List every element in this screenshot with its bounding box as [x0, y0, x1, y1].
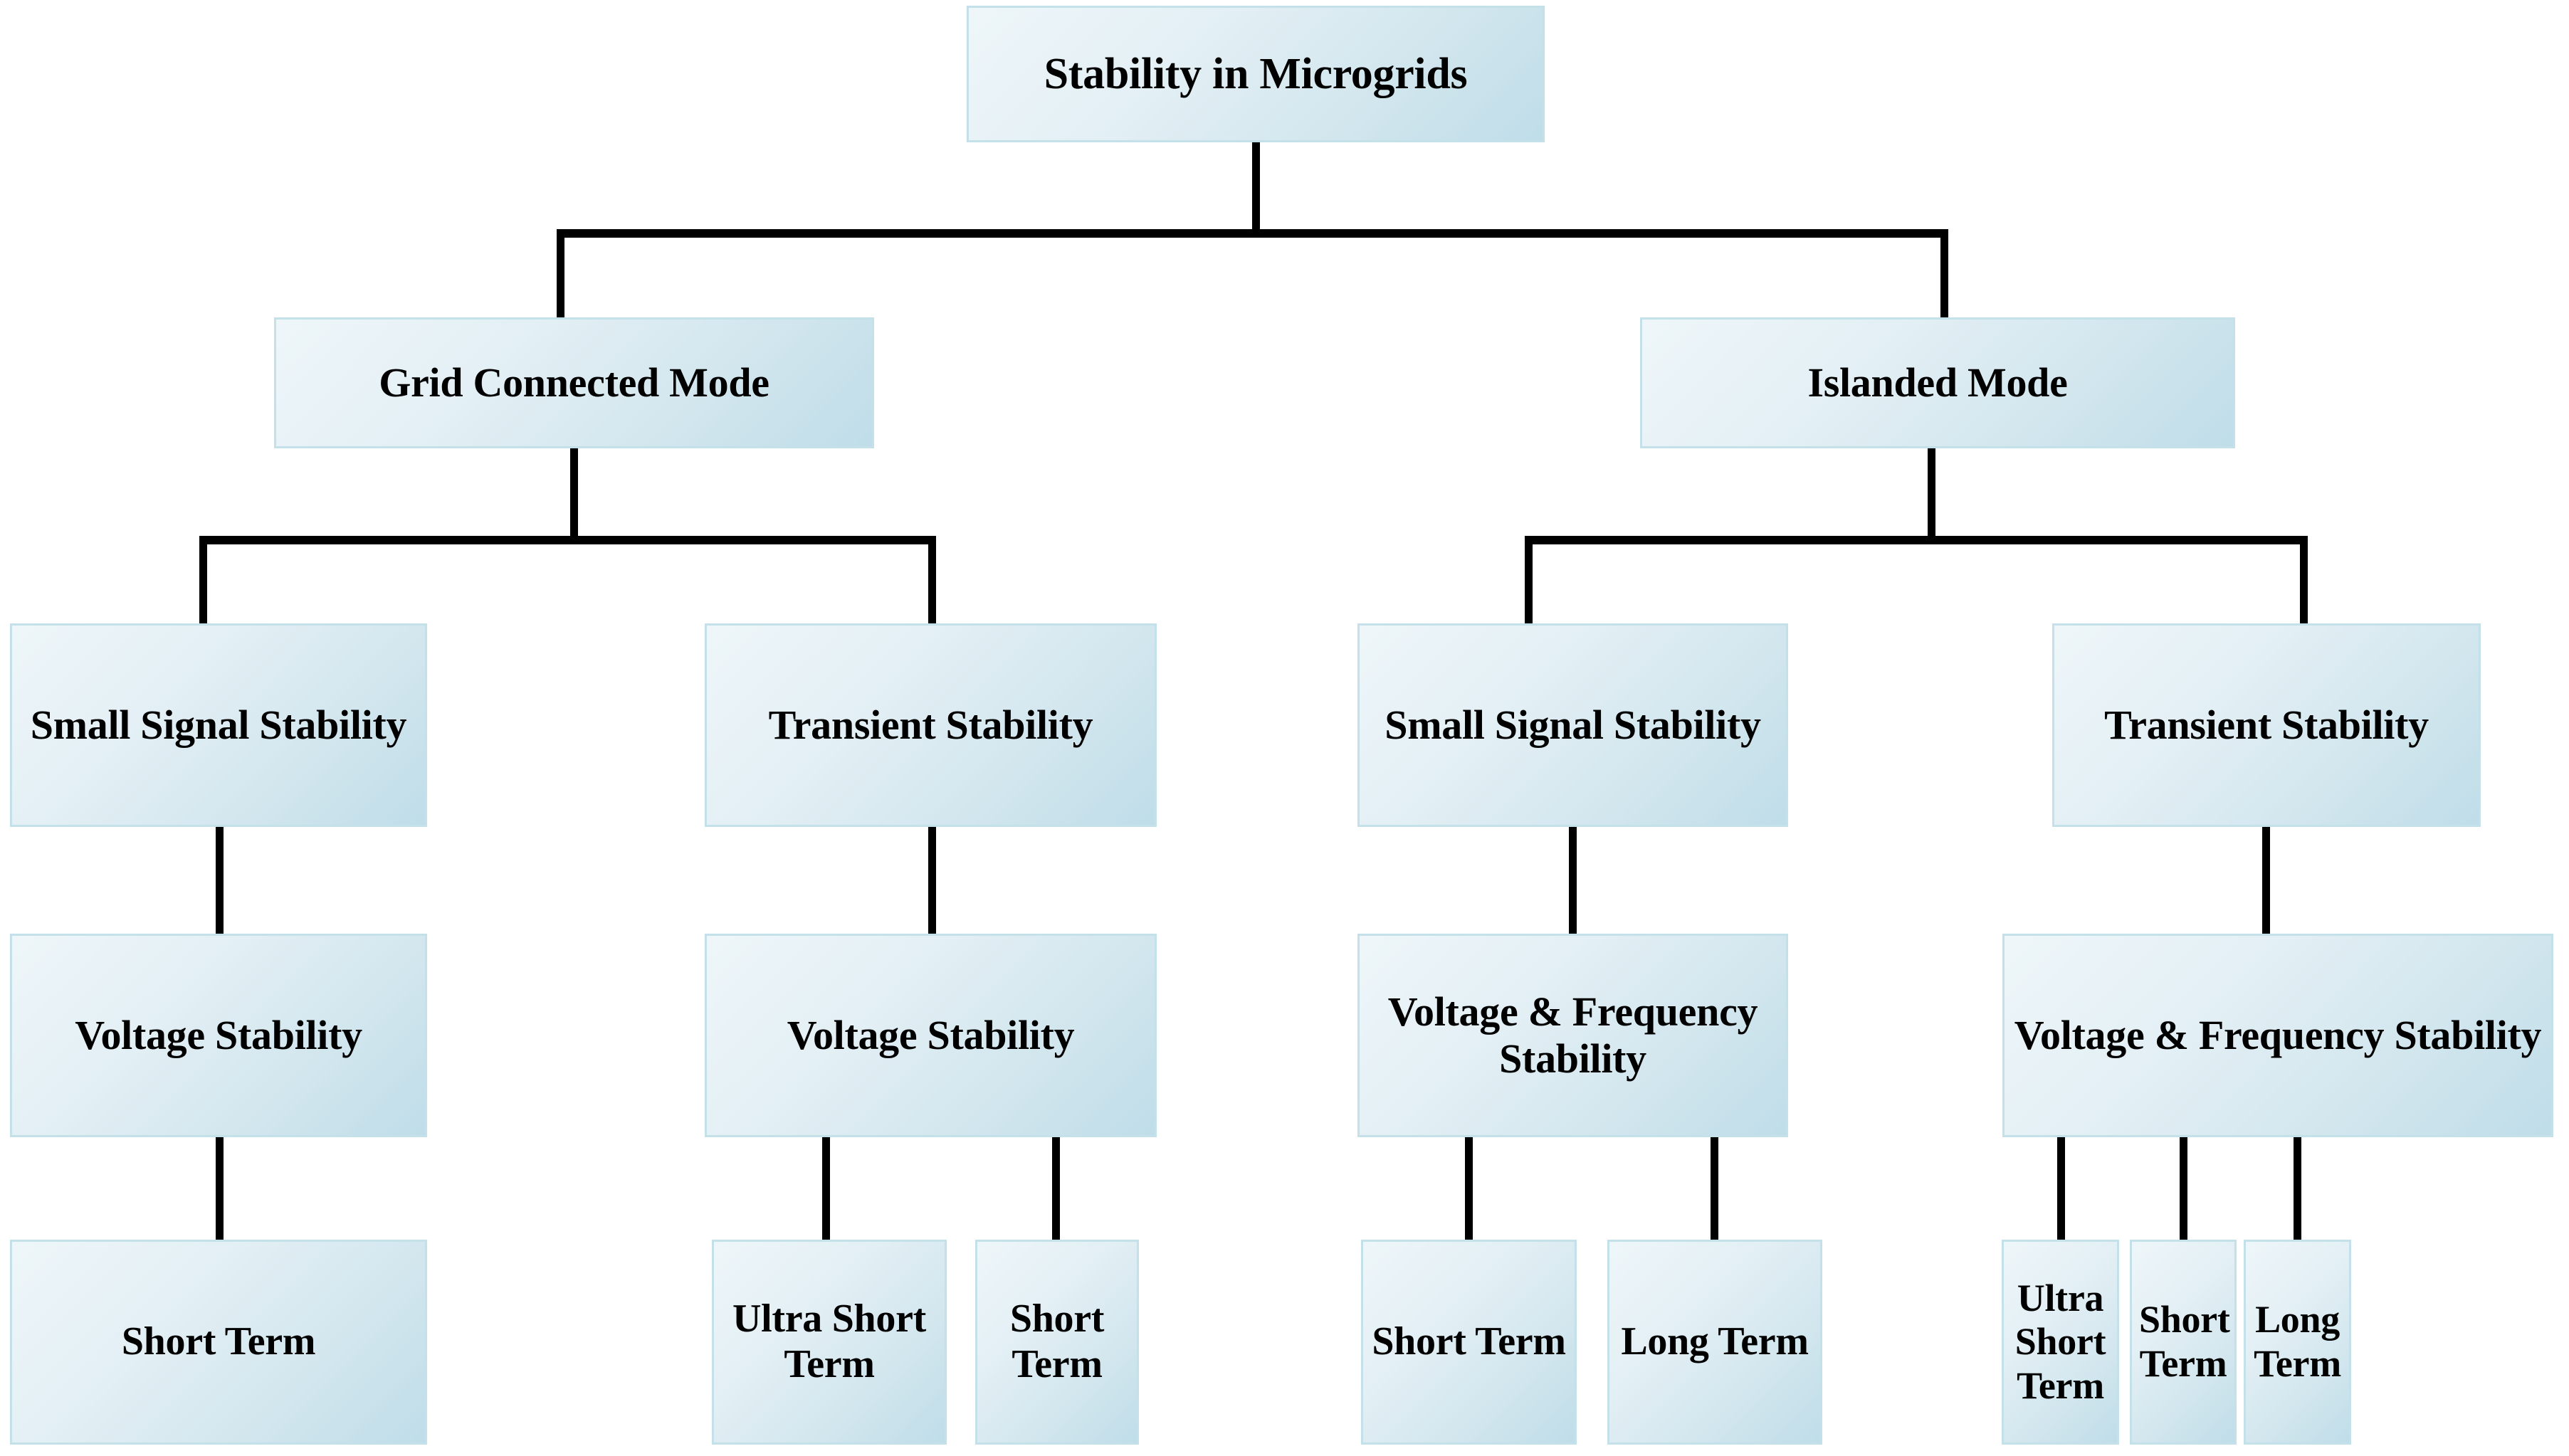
connector-isl-tr-voltfreq-to-short-term	[2180, 1134, 2187, 1243]
node-grid-transient-ultra-short-term[interactable]: Ultra Short Term	[712, 1240, 947, 1445]
connector-isl-tr-to-voltfreq	[2262, 824, 2270, 937]
node-label: Long Term	[1621, 1319, 1809, 1364]
node-grid-ss-voltage-stability[interactable]: Voltage Stability	[10, 934, 427, 1137]
connector-root-to-islanded-mode	[1940, 229, 1948, 322]
node-grid-transient-stability[interactable]: Transient Stability	[705, 623, 1157, 827]
node-label: Voltage & Frequency Stability	[1387, 988, 1758, 1082]
node-label: Ultra Short Term	[2014, 1276, 2106, 1407]
node-grid-small-signal-stability[interactable]: Small Signal Stability	[10, 623, 427, 827]
node-islanded-transient-stability[interactable]: Transient Stability	[2052, 623, 2481, 827]
connector-root-stem	[1252, 139, 1260, 233]
node-grid-transient-short-term[interactable]: Short Term	[975, 1240, 1139, 1445]
node-islanded-transient-ultra-short-term[interactable]: Ultra Short Term	[2002, 1240, 2119, 1445]
node-label: Voltage Stability	[787, 1011, 1075, 1058]
node-label: Long Term	[2254, 1298, 2341, 1385]
connector-islanded-mode-bar	[1525, 536, 2308, 544]
node-label: Short Term	[1372, 1319, 1566, 1364]
node-islanded-ss-short-term[interactable]: Short Term	[1361, 1240, 1577, 1445]
node-label: Short Term	[121, 1319, 316, 1364]
node-label: Transient Stability	[2104, 701, 2429, 748]
connector-islanded-mode-stem	[1928, 445, 1935, 540]
connector-root-bar	[557, 229, 1948, 238]
node-root-stability-in-microgrids[interactable]: Stability in Microgrids	[967, 6, 1545, 142]
node-islanded-ss-long-term[interactable]: Long Term	[1607, 1240, 1822, 1445]
connector-grid-tr-to-voltage	[928, 824, 936, 937]
connector-root-to-grid-mode	[557, 229, 564, 322]
node-grid-connected-mode[interactable]: Grid Connected Mode	[274, 317, 874, 448]
node-label: Small Signal Stability	[1385, 701, 1761, 748]
node-label: Ultra Short Term	[732, 1297, 926, 1386]
node-grid-ss-short-term[interactable]: Short Term	[10, 1240, 427, 1445]
connector-grid-mode-stem	[570, 445, 578, 540]
node-label: Voltage & Frequency Stability	[2014, 1011, 2542, 1058]
node-label: Islanded Mode	[1807, 359, 2068, 406]
connector-grid-to-small-signal	[199, 536, 207, 627]
connector-isl-ss-to-voltfreq	[1569, 824, 1577, 937]
node-label: Transient Stability	[768, 701, 1093, 748]
node-islanded-transient-voltage-frequency-stability[interactable]: Voltage & Frequency Stability	[2002, 934, 2553, 1137]
node-label: Stability in Microgrids	[1044, 49, 1468, 98]
node-grid-transient-voltage-stability[interactable]: Voltage Stability	[705, 934, 1157, 1137]
node-islanded-transient-short-term[interactable]: Short Term	[2130, 1240, 2237, 1445]
connector-isl-voltfreq-to-short-term	[1465, 1134, 1473, 1243]
connector-grid-tr-voltage-to-ultra-short-term	[822, 1134, 830, 1243]
connector-islanded-to-small-signal	[1525, 536, 1533, 627]
node-label: Short Term	[2139, 1298, 2230, 1385]
node-islanded-transient-long-term[interactable]: Long Term	[2244, 1240, 2351, 1445]
connector-grid-voltage-to-short-term	[216, 1134, 224, 1243]
node-label: Voltage Stability	[75, 1011, 362, 1058]
node-label: Short Term	[1009, 1297, 1105, 1386]
connector-grid-tr-voltage-to-short-term	[1052, 1134, 1060, 1243]
connector-isl-tr-voltfreq-to-long-term	[2294, 1134, 2301, 1243]
connector-grid-ss-to-voltage	[216, 824, 224, 937]
node-islanded-mode[interactable]: Islanded Mode	[1640, 317, 2235, 448]
connector-isl-voltfreq-to-long-term	[1711, 1134, 1718, 1243]
connector-islanded-to-transient	[2300, 536, 2308, 627]
node-islanded-small-signal-stability[interactable]: Small Signal Stability	[1357, 623, 1788, 827]
connector-grid-to-transient	[928, 536, 936, 627]
connector-grid-mode-bar	[199, 536, 936, 544]
node-label: Grid Connected Mode	[379, 359, 769, 406]
node-islanded-ss-voltage-frequency-stability[interactable]: Voltage & Frequency Stability	[1357, 934, 1788, 1137]
connector-isl-tr-voltfreq-to-ultra-short-term	[2057, 1134, 2065, 1243]
node-label: Small Signal Stability	[30, 701, 407, 748]
